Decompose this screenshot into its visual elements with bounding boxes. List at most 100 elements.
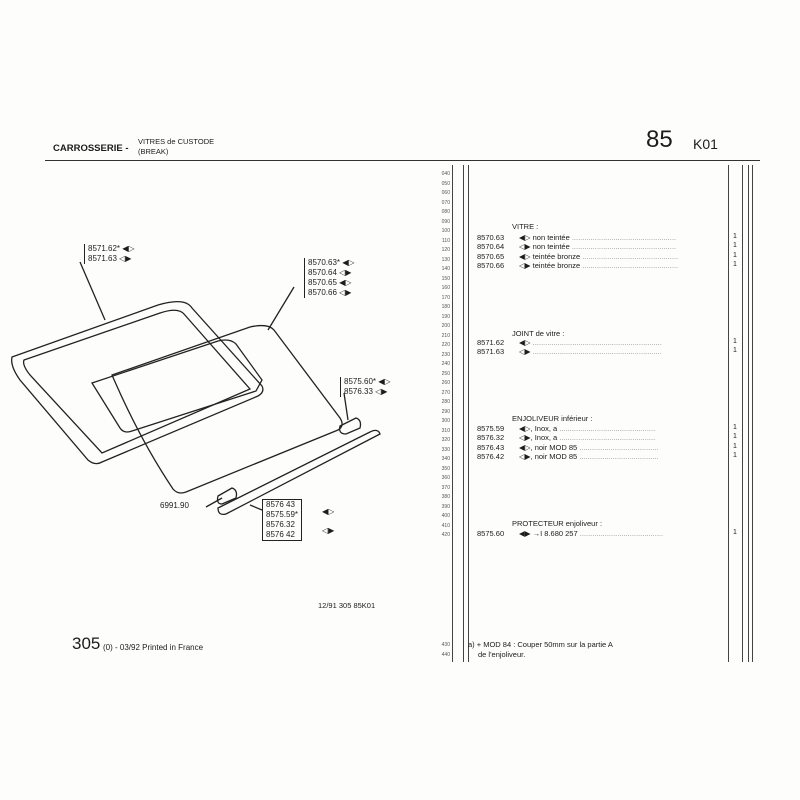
line-number: 180 (441, 304, 450, 310)
line-number: 370 (441, 484, 450, 491)
drawing-reference: 12/91 305 85K01 (318, 601, 376, 610)
line-number: 360 (441, 475, 450, 481)
qty: 1 (733, 347, 737, 354)
header-subtitle: VITRES de CUSTODE (138, 137, 215, 146)
table-row: 8575.60◀▶ →I 8.680 257 .................… (477, 529, 664, 538)
table-row: 8576.42◁▶, noir MOD 85 .................… (477, 452, 659, 461)
gasket-outline (11, 301, 264, 465)
section-title-protecteur: PROTECTEUR enjoliveur : (512, 519, 603, 528)
column-rule (452, 165, 453, 662)
line-number: 380 (441, 494, 450, 500)
line-number: 290 (441, 408, 450, 415)
line-number: 060 (441, 190, 450, 196)
column-rule (752, 165, 753, 662)
line-number: 220 (441, 342, 450, 348)
line-number: 410 (441, 522, 450, 529)
table-row: 8570.66◁▶ teintée bronze ...............… (477, 261, 679, 270)
line-number: 340 (441, 456, 450, 462)
line-number: 170 (441, 294, 450, 301)
leader-line (79, 261, 106, 321)
table-row: 8575.59◀▷, Inox, a .....................… (477, 424, 656, 433)
qty: 1 (733, 452, 737, 459)
column-rule (468, 165, 469, 662)
header-category: CARROSSERIE - (53, 143, 129, 154)
footer-model-number: 305 (72, 634, 101, 653)
table-row: 8570.64◁▶ non teintée ..................… (477, 242, 677, 251)
line-number: 210 (441, 332, 450, 339)
line-number: 050 (441, 180, 450, 187)
leader-line (205, 497, 223, 508)
line-number: 100 (441, 228, 450, 234)
callout-vitre: 8570.63* ◀▷ 8570.64 ◁▶ 8570.65 ◀▷ 8570.6… (304, 258, 355, 298)
qty: 1 (733, 233, 737, 240)
line-number: 070 (441, 199, 450, 206)
footnote-line1: a) + MOD 84 : Couper 50mm sur la partie … (468, 640, 613, 649)
callout-clip: 6991.90 (160, 501, 189, 510)
lower-trim (217, 429, 381, 516)
glass-inner (91, 339, 263, 433)
line-number: 130 (441, 256, 450, 263)
qty: 1 (733, 433, 737, 440)
line-number: 430 (441, 642, 450, 648)
leader-line (249, 504, 263, 511)
qty: 1 (733, 424, 737, 431)
table-row: 8576.43◀▷, noir MOD 85 .................… (477, 443, 659, 452)
header-model: 85 (646, 126, 673, 153)
line-number: 320 (441, 437, 450, 443)
section-title-joint: JOINT de vitre : (512, 329, 565, 338)
section-title-vitre: VITRE : (512, 222, 539, 231)
qty: 1 (733, 443, 737, 450)
line-number: 280 (441, 399, 450, 405)
arrow-glyph: ◀▷ (322, 507, 335, 516)
line-number: 310 (441, 427, 450, 434)
line-number: 190 (441, 313, 450, 320)
line-number: 240 (441, 361, 450, 367)
header-subtitle-break: (BREAK) (138, 147, 169, 156)
table-row: 8570.65◀▷ teintée bronze ...............… (477, 252, 679, 261)
line-number: 160 (441, 285, 450, 291)
header-rule (45, 160, 760, 161)
qty: 1 (733, 252, 737, 259)
line-number: 110 (442, 237, 450, 244)
table-row: 8570.63◀▷ non teintée ..................… (477, 233, 677, 242)
line-number: 230 (441, 351, 450, 358)
footer-print-info: (0) - 03/92 Printed in France (103, 643, 204, 652)
column-rule (463, 165, 464, 662)
section-title-enjoliveur: ENJOLIVEUR inférieur : (512, 414, 593, 423)
line-number: 090 (441, 218, 450, 225)
line-number: 140 (441, 266, 450, 272)
arrow-glyph: ◁▶ (322, 526, 335, 535)
line-number: 400 (441, 513, 450, 519)
table-row: 8576.32◁▶, Inox, a .....................… (477, 433, 656, 442)
qty: 1 (733, 338, 737, 345)
line-number: 150 (441, 275, 450, 282)
protector-piece (338, 417, 362, 435)
line-number: 040 (441, 171, 450, 177)
callout-protecteur: 8575.60* ◀▷ 8576.33 ◁▶ (340, 377, 391, 397)
footnote-line2: de l'enjoliveur. (478, 650, 526, 659)
leader-line (267, 286, 295, 331)
line-number: 270 (441, 389, 450, 396)
line-number: 300 (441, 418, 450, 424)
callout-joint: 8571.62* ◀▷ 8571.63 ◁▶ (84, 244, 135, 264)
line-number: 250 (441, 370, 450, 377)
line-number: 390 (441, 503, 450, 510)
column-rule (748, 165, 749, 662)
gasket-inner (22, 309, 252, 454)
column-rule (728, 165, 729, 662)
line-number: 440 (441, 652, 450, 658)
table-row: 8571.62◀▷ ..............................… (477, 338, 662, 347)
line-number: 200 (441, 323, 450, 329)
clip-piece (216, 487, 238, 505)
callout-enjoliveur: 8576 43 8575.59* 8576.32 8576 42 (262, 499, 303, 541)
line-number: 350 (441, 465, 450, 472)
table-row: 8571.63◁▶ ..............................… (477, 347, 662, 356)
qty: 1 (733, 242, 737, 249)
line-number: 260 (441, 380, 450, 386)
line-number: 120 (441, 247, 450, 253)
leader-line (343, 392, 349, 421)
line-number: 420 (441, 532, 450, 538)
qty: 1 (733, 261, 737, 268)
